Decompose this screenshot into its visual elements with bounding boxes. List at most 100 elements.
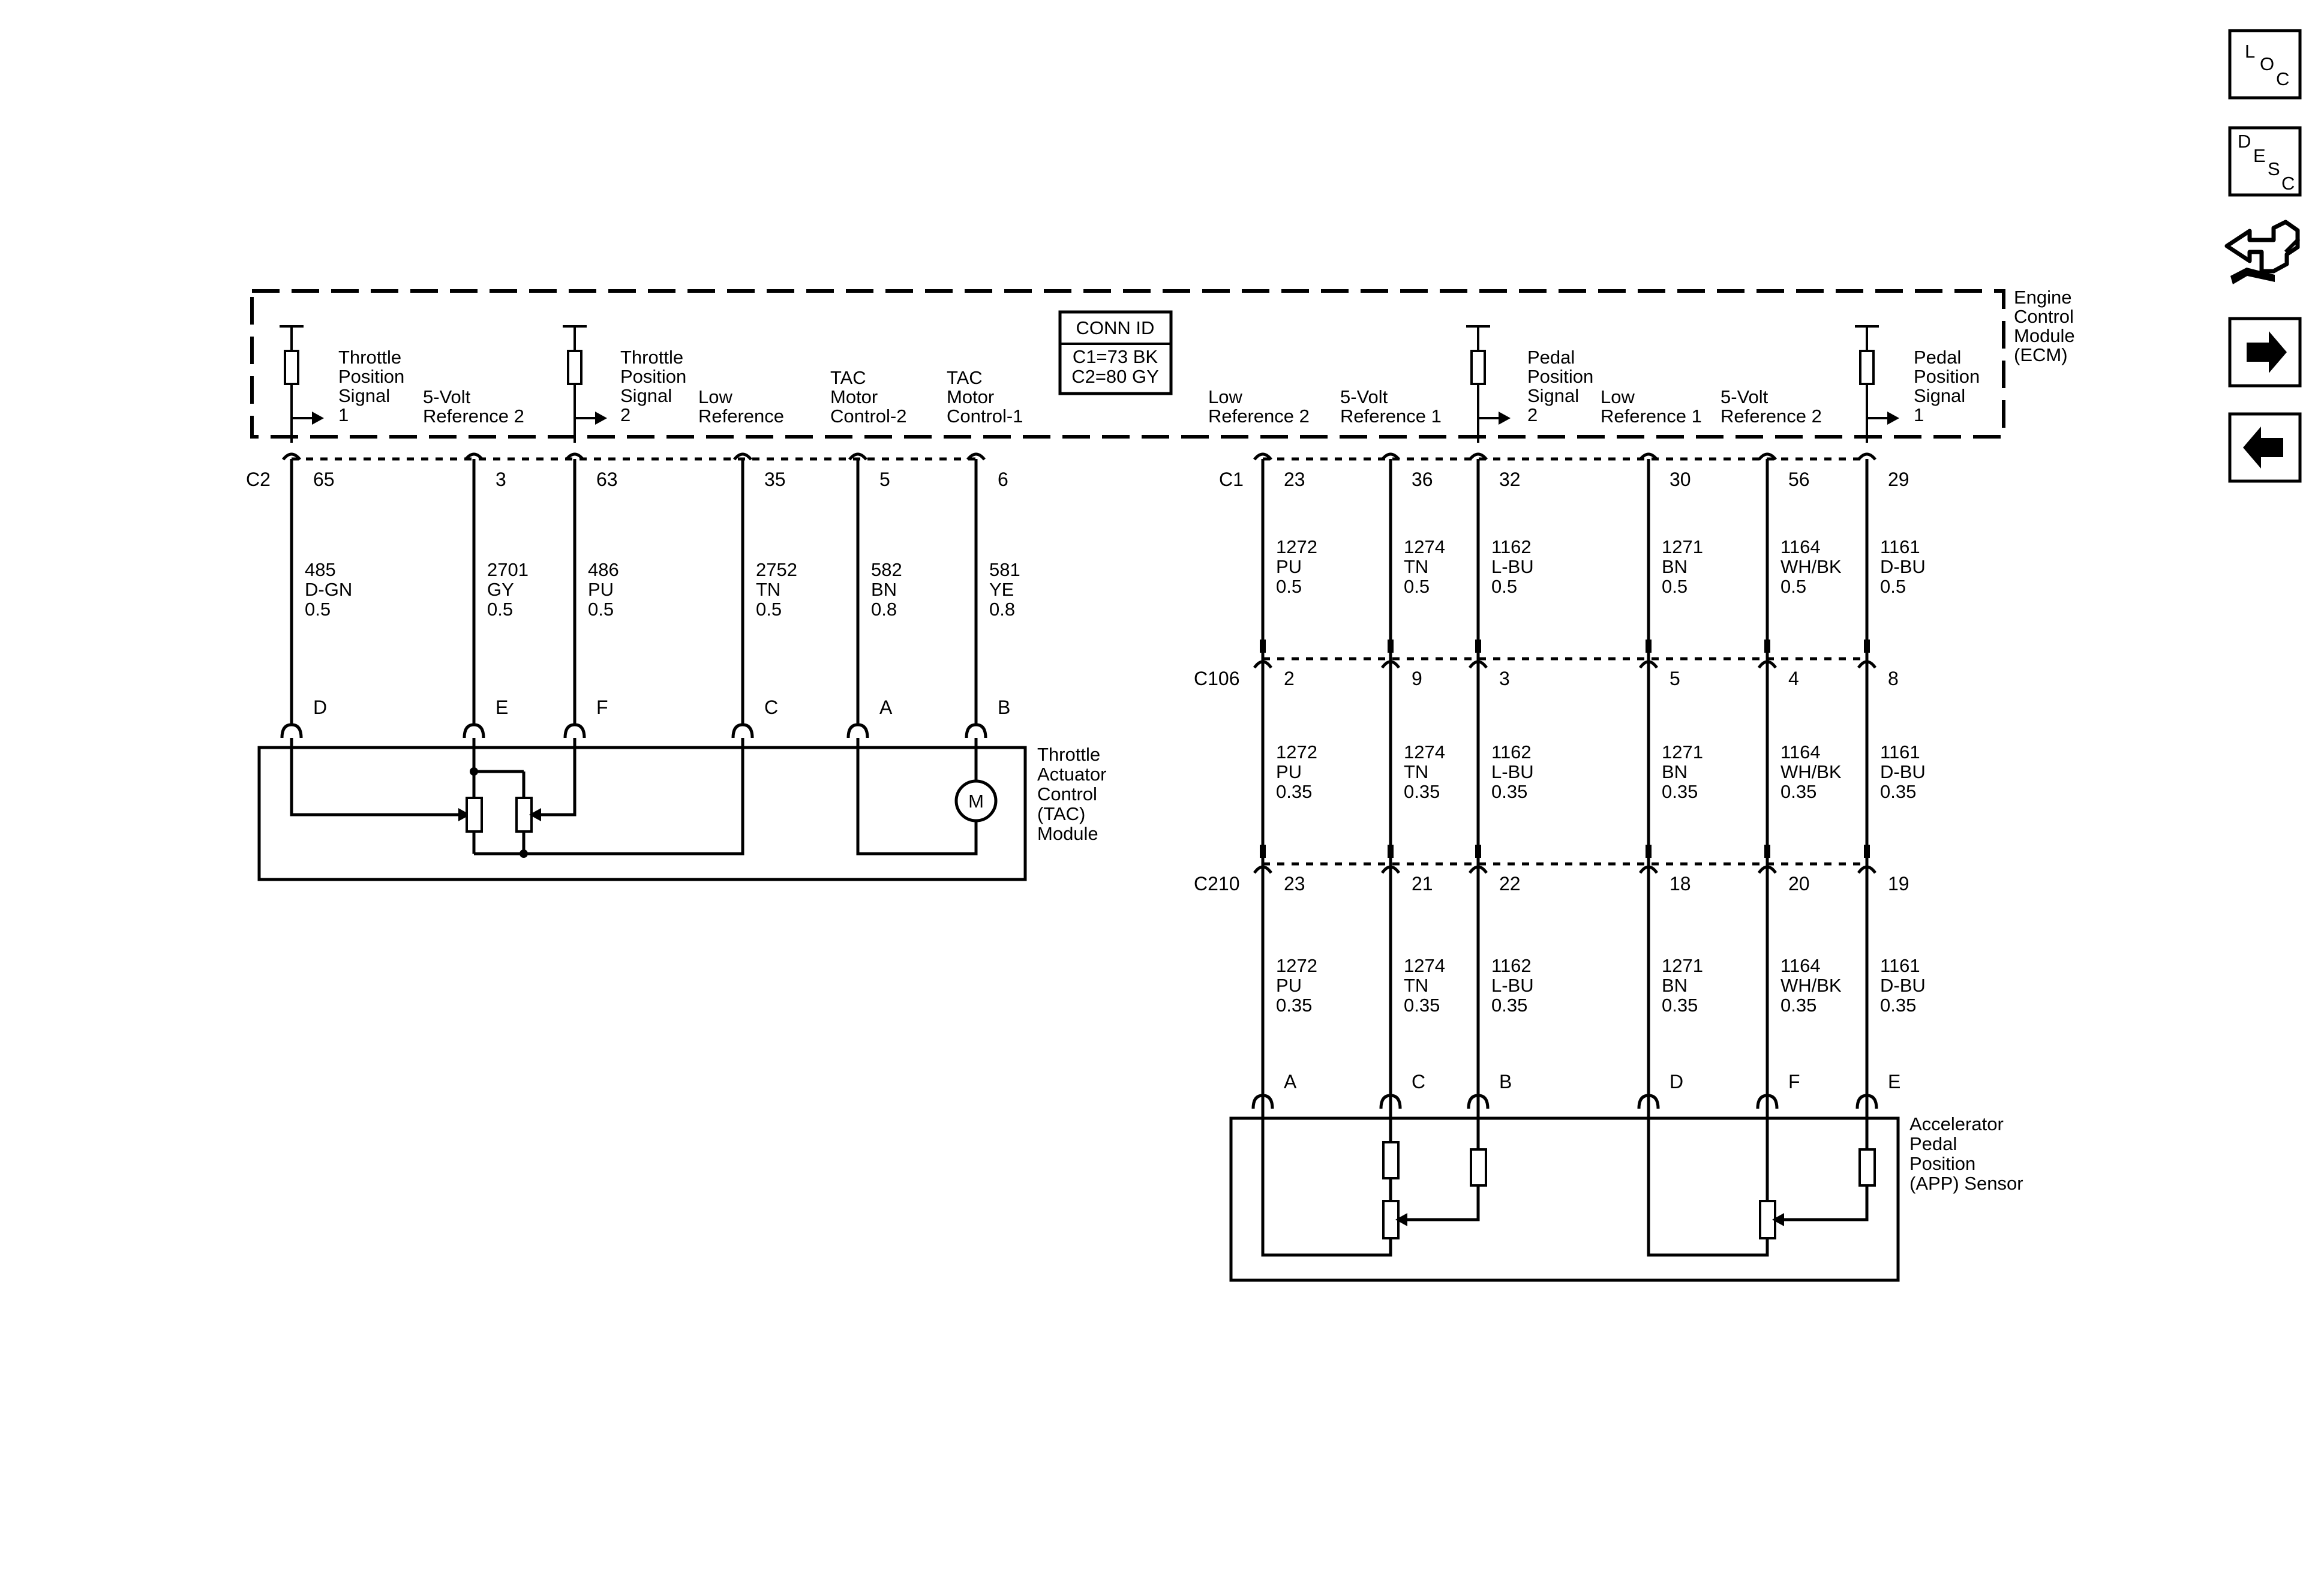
loc-letter: L <box>2245 41 2255 62</box>
svg-text:D-BU: D-BU <box>1880 556 1926 577</box>
svg-text:1164: 1164 <box>1780 955 1821 976</box>
tac-pin-letter: C <box>764 697 778 718</box>
arrow-right-button[interactable] <box>2228 317 2302 388</box>
svg-text:L-BU: L-BU <box>1491 761 1534 782</box>
svg-text:2752: 2752 <box>756 559 797 580</box>
c2-wire-spec: 582 BN 0.8 <box>871 559 902 620</box>
svg-text:1161: 1161 <box>1880 536 1920 557</box>
svg-text:0.35: 0.35 <box>1404 995 1440 1016</box>
c210-pin-number: 19 <box>1888 873 1909 894</box>
svg-text:1162: 1162 <box>1491 742 1532 763</box>
app-pin-letter: C <box>1412 1071 1425 1092</box>
c210-connector-label: C210 <box>1194 873 1240 894</box>
svg-text:WH/BK: WH/BK <box>1780 556 1842 577</box>
svg-text:1164: 1164 <box>1780 742 1821 763</box>
c2-pin-number: 3 <box>496 469 506 490</box>
svg-text:BN: BN <box>1662 761 1688 782</box>
svg-text:PU: PU <box>1276 556 1302 577</box>
app-pin-letter: A <box>1284 1071 1297 1092</box>
svg-text:0.5: 0.5 <box>1780 576 1806 597</box>
c1-wire-spec: 1164 WH/BK 0.5 <box>1780 536 1842 597</box>
c210-pin-number: 18 <box>1670 873 1691 894</box>
svg-text:D-BU: D-BU <box>1880 761 1926 782</box>
svg-text:PU: PU <box>588 579 614 600</box>
svg-text:0.35: 0.35 <box>1276 995 1312 1016</box>
svg-text:0.5: 0.5 <box>588 599 614 620</box>
svg-text:0.35: 0.35 <box>1780 995 1816 1016</box>
svg-text:WH/BK: WH/BK <box>1780 975 1842 996</box>
svg-text:0.35: 0.35 <box>1880 995 1916 1016</box>
c1-wire-spec: 1162 L-BU 0.5 <box>1491 536 1534 597</box>
arrow-left-button[interactable] <box>2228 412 2302 483</box>
app-sensor-boundary <box>1229 1116 1900 1282</box>
svg-text:0.5: 0.5 <box>1276 576 1302 597</box>
c1-pin-number: 29 <box>1888 469 1909 490</box>
svg-text:1274: 1274 <box>1404 955 1445 976</box>
app-pin-letter: D <box>1670 1071 1683 1092</box>
c2-wire-spec: 2701 GY 0.5 <box>487 559 529 620</box>
c106-pin-number: 8 <box>1888 668 1899 689</box>
c2-wire-spec: 485 D-GN 0.5 <box>305 559 352 620</box>
svg-text:BN: BN <box>1662 556 1688 577</box>
desc-button[interactable]: D E S C <box>2228 126 2302 197</box>
desc-letter: S <box>2268 158 2280 179</box>
tac-pin-letter: F <box>596 697 608 718</box>
c210-wire-spec: 1271 BN 0.35 <box>1662 955 1703 1016</box>
svg-text:0.5: 0.5 <box>305 599 331 620</box>
motor-symbol: M <box>968 791 984 812</box>
c2-pin-number: 5 <box>879 469 890 490</box>
connector-harness-icon[interactable] <box>2224 220 2301 284</box>
svg-text:0.5: 0.5 <box>1662 576 1688 597</box>
c1-pin-number: 56 <box>1788 469 1810 490</box>
arrow-left-icon <box>2243 427 2283 469</box>
ecm-signal-symbol <box>280 325 324 443</box>
svg-text:1272: 1272 <box>1276 742 1317 763</box>
svg-text:485: 485 <box>305 559 336 580</box>
svg-text:WH/BK: WH/BK <box>1780 761 1842 782</box>
tac-pin-letter: B <box>998 697 1010 718</box>
svg-text:0.35: 0.35 <box>1662 995 1698 1016</box>
svg-text:TN: TN <box>756 579 780 600</box>
svg-text:1272: 1272 <box>1276 955 1317 976</box>
svg-text:1162: 1162 <box>1491 536 1532 557</box>
c210-wire-spec: 1274 TN 0.35 <box>1404 955 1445 1016</box>
svg-text:581: 581 <box>989 559 1020 580</box>
c2-pin-number: 6 <box>998 469 1008 490</box>
svg-text:BN: BN <box>1662 975 1688 996</box>
tac-pin-letter: D <box>313 697 327 718</box>
svg-text:D-BU: D-BU <box>1880 975 1926 996</box>
svg-text:TN: TN <box>1404 975 1428 996</box>
svg-text:D-GN: D-GN <box>305 579 352 600</box>
svg-text:PU: PU <box>1276 761 1302 782</box>
app-pin-letter: B <box>1499 1071 1512 1092</box>
inline-connector-pins <box>1251 640 1878 1109</box>
c210-wire-spec: 1162 L-BU 0.35 <box>1491 955 1534 1016</box>
c1-pin-number: 23 <box>1284 469 1305 490</box>
svg-text:0.5: 0.5 <box>1880 576 1906 597</box>
svg-text:0.35: 0.35 <box>1780 781 1816 802</box>
svg-text:1274: 1274 <box>1404 536 1445 557</box>
loc-button[interactable]: L O C <box>2228 29 2302 100</box>
c106-pin-number: 3 <box>1499 668 1510 689</box>
svg-text:0.5: 0.5 <box>1404 576 1430 597</box>
svg-text:1161: 1161 <box>1880 742 1920 763</box>
c106-wire-spec: 1274 TN 0.35 <box>1404 742 1445 802</box>
c1-pin-number: 32 <box>1499 469 1521 490</box>
svg-text:1161: 1161 <box>1880 955 1920 976</box>
ecm-signal-symbol <box>1466 325 1511 443</box>
